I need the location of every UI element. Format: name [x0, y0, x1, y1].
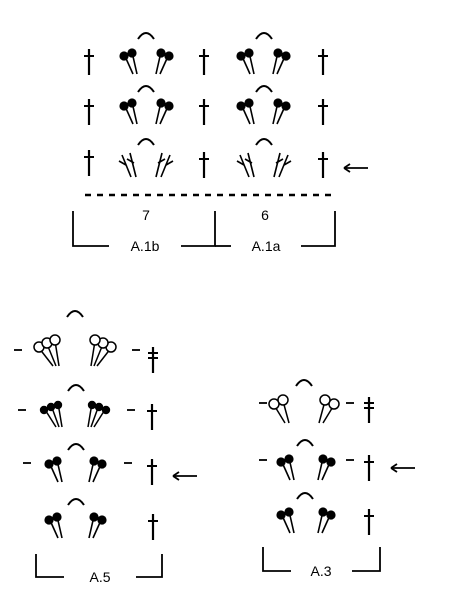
filled-bobble-symbol	[87, 400, 111, 428]
dc-symbol	[197, 97, 211, 127]
chain-arc-symbol	[137, 32, 155, 40]
a5-row-1	[43, 498, 160, 542]
filled-bobble-symbol	[317, 506, 337, 534]
a1b-count: 7	[142, 207, 150, 223]
filled-bobble-symbol	[235, 47, 255, 75]
filled-bobble-symbol	[43, 511, 63, 539]
dc-symbol	[197, 47, 211, 77]
chain-arc-symbol	[255, 32, 273, 40]
chart-a3: A.3	[259, 379, 416, 579]
a5-bracket	[35, 554, 163, 578]
left-arrow-icon	[172, 471, 198, 481]
a5-label: A.5	[89, 569, 110, 585]
a1b-label: A.1b	[131, 238, 160, 254]
chain-arc-symbol	[67, 384, 85, 392]
a5-row-3	[18, 384, 159, 432]
dc-symbol	[316, 97, 330, 127]
filled-bobble-symbol	[275, 506, 295, 534]
a1a-label: A.1a	[252, 238, 281, 254]
filled-bobble-symbol	[39, 400, 63, 428]
filled-bobble-symbol	[272, 47, 292, 75]
open-bobble-symbol	[318, 394, 340, 424]
open-bobble-symbol	[33, 334, 61, 367]
left-arrow-icon	[390, 463, 416, 473]
a3-row-1	[275, 492, 376, 537]
a1-row-3	[82, 32, 330, 77]
filled-bobble-symbol	[155, 47, 175, 75]
dc-symbol	[362, 507, 376, 537]
open-bobble-symbol	[89, 334, 117, 367]
filled-bobble-symbol	[118, 97, 138, 125]
filled-bobble-symbol	[88, 455, 108, 483]
a5-row-2	[23, 443, 198, 487]
dc-symbol	[197, 150, 211, 180]
chain-arc-symbol	[67, 443, 85, 451]
filled-bobble-symbol	[118, 47, 138, 75]
chain-arc-symbol	[296, 492, 314, 500]
open-bobble-symbol	[268, 394, 290, 424]
crossed-stitch-symbol	[236, 152, 255, 178]
dc-symbol	[146, 512, 160, 542]
a1-bracket	[72, 211, 336, 247]
a3-bracket	[262, 547, 381, 572]
chain-arc-symbol	[137, 85, 155, 93]
crossed-stitch-symbol	[118, 152, 137, 178]
filled-bobble-symbol	[275, 453, 295, 481]
chain-arc-symbol	[296, 439, 314, 447]
chain-arc-symbol	[66, 310, 84, 318]
filled-bobble-symbol	[317, 453, 337, 481]
a1-row-1	[82, 138, 369, 180]
tr-symbol	[146, 345, 160, 375]
tr-symbol	[362, 395, 376, 425]
dc-symbol	[362, 453, 376, 483]
filled-bobble-symbol	[88, 511, 108, 539]
dc-symbol	[82, 97, 96, 127]
a5-row-4	[14, 310, 160, 375]
dc-symbol	[145, 402, 159, 432]
filled-bobble-symbol	[235, 97, 255, 125]
a1-row-2	[82, 85, 330, 127]
dc-symbol	[145, 457, 159, 487]
dc-symbol	[82, 148, 96, 178]
chain-arc-symbol	[255, 85, 273, 93]
crossed-stitch-symbol	[273, 152, 292, 178]
chain-arc-symbol	[255, 138, 273, 146]
chart-a5: A.5	[14, 310, 198, 585]
crossed-stitch-symbol	[155, 152, 174, 178]
dc-symbol	[82, 47, 96, 77]
a3-row-3	[259, 379, 376, 425]
chain-arc-symbol	[67, 498, 85, 506]
a3-label: A.3	[310, 563, 331, 579]
a1a-count: 6	[261, 207, 269, 223]
left-arrow-icon	[343, 163, 369, 173]
chain-arc-symbol	[295, 379, 313, 387]
dc-symbol	[316, 47, 330, 77]
a3-row-2	[259, 439, 416, 483]
dc-symbol	[316, 150, 330, 180]
chart-a1: 7 6 A.1b A.1a	[72, 32, 369, 254]
filled-bobble-symbol	[43, 455, 63, 483]
filled-bobble-symbol	[155, 97, 175, 125]
filled-bobble-symbol	[272, 97, 292, 125]
chain-arc-symbol	[137, 138, 155, 146]
